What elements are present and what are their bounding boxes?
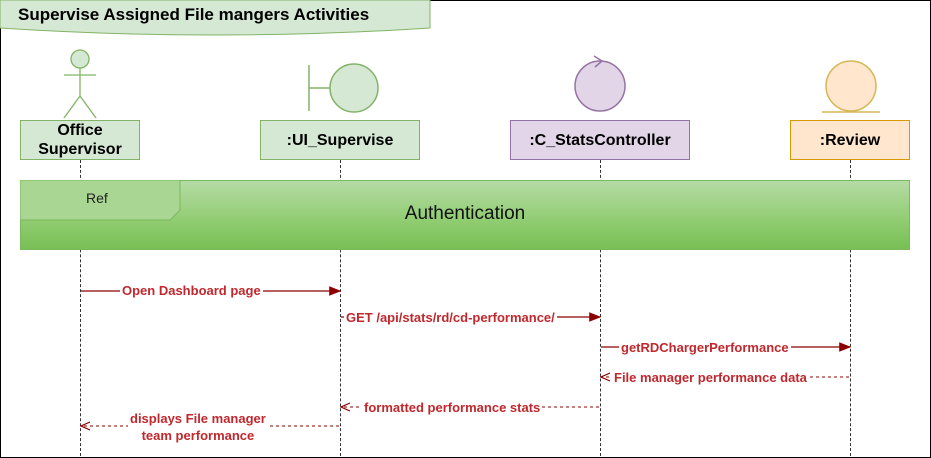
entity-icon xyxy=(822,60,880,113)
participant-review: :Review xyxy=(790,120,910,160)
participant-label: :UI_Supervise xyxy=(286,131,394,149)
message-label-5: formatted performance stats xyxy=(362,400,543,415)
message-label-6-line1: displays File manager xyxy=(130,411,266,426)
lifeline-c-statscontroller xyxy=(600,160,601,456)
actor-icon xyxy=(63,49,97,119)
lifeline-review xyxy=(850,160,851,456)
participant-office-supervisor: Office Supervisor xyxy=(20,120,140,160)
participant-c-statscontroller: :C_StatsController xyxy=(510,120,690,160)
message-label-4: File manager performance data xyxy=(612,370,809,385)
message-label-6-line2: team performance xyxy=(141,428,255,443)
diagram-title: Supervise Assigned File mangers Activiti… xyxy=(18,5,370,24)
ref-tab xyxy=(20,180,181,221)
message-label-1: Open Dashboard page xyxy=(120,283,263,298)
participant-label-line2: Supervisor xyxy=(38,141,122,158)
title-tab xyxy=(0,0,431,36)
participant-ui-supervise: :UI_Supervise xyxy=(260,120,420,160)
message-label-2: GET /api/stats/rd/cd-performance/ xyxy=(344,310,557,325)
lifeline-office-supervisor xyxy=(80,160,81,456)
participant-label: :Review xyxy=(819,131,881,149)
ref-label: Authentication xyxy=(404,203,526,224)
boundary-icon xyxy=(308,63,379,113)
participant-label-line1: Office xyxy=(57,122,103,139)
control-icon xyxy=(574,55,626,112)
ref-tag: Ref xyxy=(86,190,108,206)
message-label-6: displays File manager team performance xyxy=(128,410,268,444)
lifeline-ui-supervise xyxy=(340,160,341,456)
message-label-3: getRDChargerPerformance xyxy=(619,340,791,355)
participant-label: :C_StatsController xyxy=(529,131,671,149)
